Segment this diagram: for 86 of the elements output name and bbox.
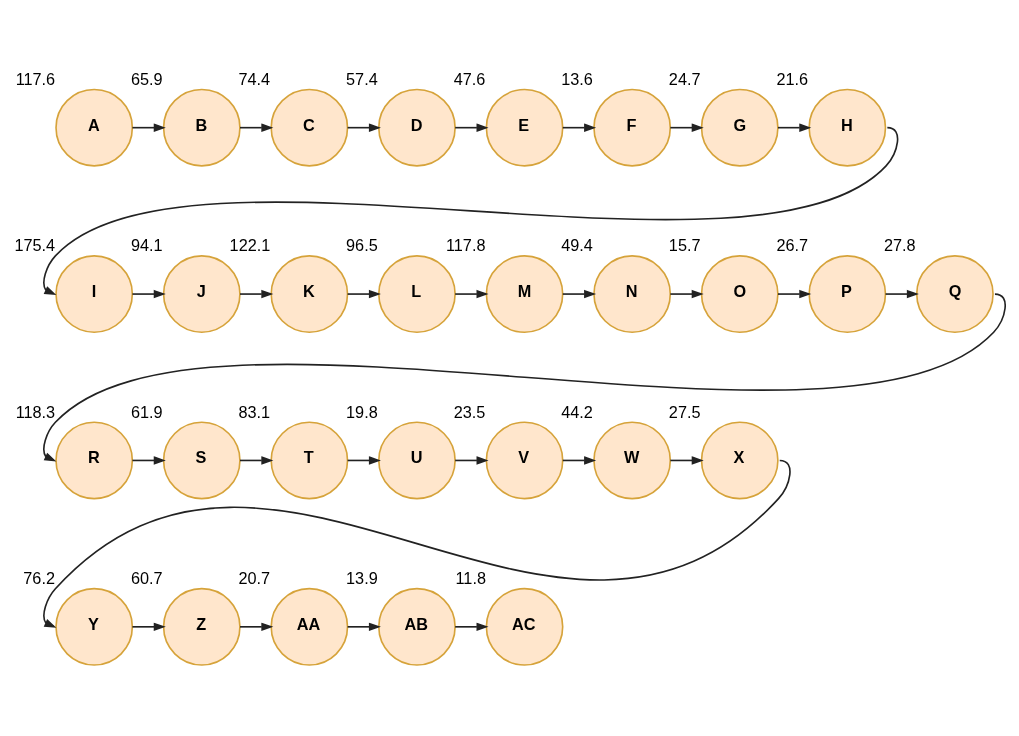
node-circle: H (808, 88, 887, 167)
node-label: 11.8 (455, 568, 486, 587)
node-label: 76.2 (23, 568, 55, 587)
arrow (131, 622, 166, 631)
node-circle: X (700, 420, 779, 499)
node-label: 13.6 (561, 69, 593, 88)
node-label: 26.7 (776, 235, 809, 254)
node-label: 175.4 (14, 235, 56, 254)
arrow (346, 122, 381, 132)
node-label: 49.4 (561, 235, 593, 254)
arrow (454, 289, 489, 298)
node-circle: E (485, 88, 564, 167)
node-label: 15.7 (668, 235, 701, 254)
node-label: 47.6 (453, 69, 486, 88)
arrow (43, 292, 1006, 461)
node-circle: P (808, 254, 887, 333)
arrow (346, 289, 381, 298)
node-circle: M (485, 254, 564, 333)
arrow (884, 289, 919, 298)
node-circle: Z (162, 587, 241, 666)
arrow (454, 622, 489, 631)
arrow (454, 455, 489, 465)
node-label: 27.8 (884, 235, 916, 254)
node-circle: G (700, 88, 779, 167)
node-label: 24.7 (668, 69, 701, 88)
arrow (777, 122, 812, 132)
node-label: 60.7 (130, 568, 163, 587)
node-circle: W (593, 420, 672, 499)
node-circle: F (593, 88, 672, 167)
arrow (561, 122, 597, 132)
arrow (239, 622, 274, 631)
node-label: 21.6 (776, 69, 809, 88)
node-circle: U (377, 420, 456, 499)
node-circle: B (162, 88, 241, 167)
node-label: 27.5 (668, 402, 701, 421)
arrow (669, 455, 704, 465)
arrow (239, 455, 274, 465)
node-label: 94.1 (130, 235, 163, 254)
node-label: 23.5 (453, 402, 486, 421)
arrow (43, 126, 899, 295)
node-label: 122.1 (229, 235, 271, 254)
arrow (239, 122, 274, 132)
node-circle: AC (485, 587, 564, 666)
node-label: 117.6 (15, 69, 56, 88)
arrow (131, 289, 166, 298)
node-circle: K (270, 254, 349, 333)
arrow (669, 289, 704, 298)
node-label: 96.5 (346, 235, 378, 254)
node-label: 65.9 (130, 69, 163, 88)
node-circle: L (377, 254, 456, 333)
node-circle: A (55, 88, 134, 167)
node-circle: J (162, 254, 241, 333)
arrow (131, 455, 166, 465)
node-circle: C (270, 88, 349, 167)
node-circle: AB (377, 587, 456, 666)
node-circle: T (270, 420, 349, 499)
node-label: 74.4 (238, 69, 271, 88)
arrow (346, 455, 381, 465)
node-circle: D (377, 88, 456, 167)
node-circle: Y (55, 587, 134, 666)
arrow (561, 455, 597, 465)
node-circle: AA (270, 587, 349, 666)
node-label: 118.3 (15, 402, 56, 421)
node-label: 13.9 (346, 568, 378, 587)
arrow (454, 122, 489, 132)
node-label: 83.1 (238, 402, 271, 421)
arrow (43, 459, 791, 628)
node-label: 117.8 (446, 235, 486, 254)
node-circle: Q (915, 254, 994, 333)
arrow (239, 289, 274, 298)
arrow (669, 122, 704, 132)
node-circle: O (700, 254, 779, 333)
node-circle: V (485, 420, 564, 499)
node-label: 61.9 (130, 402, 163, 421)
node-label: 57.4 (346, 69, 378, 88)
node-label: 20.7 (238, 568, 271, 587)
arrow (346, 622, 381, 631)
node-circle: R (55, 420, 134, 499)
node-label: 44.2 (561, 402, 593, 421)
arrow (777, 289, 812, 298)
node-circle: N (593, 254, 672, 333)
node-circle: S (162, 420, 241, 499)
node-label: 19.8 (346, 402, 378, 421)
node-circle: I (55, 254, 134, 333)
arrow (561, 289, 597, 298)
arrow (131, 122, 166, 132)
